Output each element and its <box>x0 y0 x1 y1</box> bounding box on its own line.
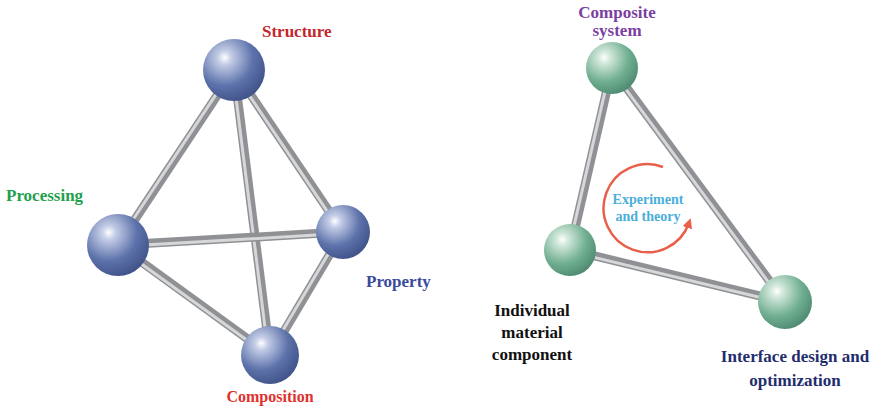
rod-stroke <box>283 252 332 334</box>
rod-stroke <box>591 257 762 298</box>
rod-stroke <box>249 92 330 213</box>
node-label: Composition <box>200 387 340 406</box>
node-label: Structure <box>262 22 382 42</box>
rod-stroke <box>138 262 249 342</box>
cycle-label: Experiment and theory <box>603 191 693 225</box>
node-label: Processing <box>6 186 116 206</box>
node-label: Composite system <box>567 4 667 40</box>
rod-connector <box>281 251 331 334</box>
rod-stroke <box>574 89 606 228</box>
node-sphere: Interface design and optimization <box>758 275 812 329</box>
rod-stroke <box>247 93 328 214</box>
rod-connector <box>591 255 763 298</box>
rod-connector <box>574 89 608 228</box>
rod-stroke <box>281 251 330 333</box>
rod-connector <box>138 260 250 341</box>
node-label: Individual material component <box>477 300 587 366</box>
node-sphere: Processing <box>87 214 149 276</box>
cycle-arrow <box>604 164 689 252</box>
node-sphere: Individual material component <box>544 224 596 276</box>
node-sphere: Structure <box>203 39 265 101</box>
rod-stroke <box>624 87 770 285</box>
node-sphere: Composite system <box>586 42 638 94</box>
rod-stroke <box>144 235 320 245</box>
rod-stroke <box>131 91 218 222</box>
rod-connector <box>236 96 267 331</box>
node-label: Property <box>366 272 466 292</box>
node-label: Interface design and optimization <box>720 345 870 393</box>
rod-stroke <box>144 233 320 243</box>
rod-connector <box>247 92 330 214</box>
rod-connector <box>624 86 771 285</box>
rod-stroke <box>236 96 266 330</box>
node-sphere: Property <box>316 205 370 259</box>
node-sphere: Composition <box>241 326 299 384</box>
rod-connector <box>131 91 219 223</box>
rod-connector <box>144 233 320 245</box>
